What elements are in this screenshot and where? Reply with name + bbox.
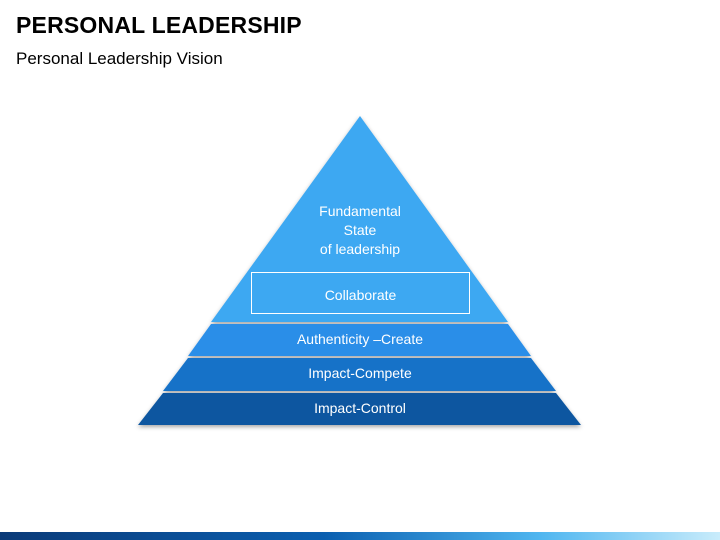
- footer-gradient-bar: [0, 532, 720, 540]
- pyramid-level-impact-compete: [163, 358, 556, 391]
- pyramid-level-authenticity: [188, 324, 531, 356]
- level-label-impact-control: Impact-Control: [314, 400, 406, 416]
- pyramid-level-impact-control: [138, 393, 581, 425]
- collaborate-box: [251, 272, 470, 314]
- pyramid-apex: [211, 116, 508, 322]
- level-label-impact-compete: Impact-Compete: [308, 365, 412, 381]
- apex-line: Fundamental: [319, 203, 401, 219]
- collaborate-label: Collaborate: [324, 287, 397, 303]
- slide-title: PERSONAL LEADERSHIP: [16, 12, 302, 38]
- apex-line: of leadership: [319, 241, 401, 257]
- level-label-authenticity: Authenticity –Create: [296, 331, 424, 347]
- slide-subtitle: Personal Leadership Vision: [16, 49, 223, 68]
- apex-label: Fundamental State of leadership: [300, 202, 420, 259]
- apex-line: State: [343, 222, 377, 238]
